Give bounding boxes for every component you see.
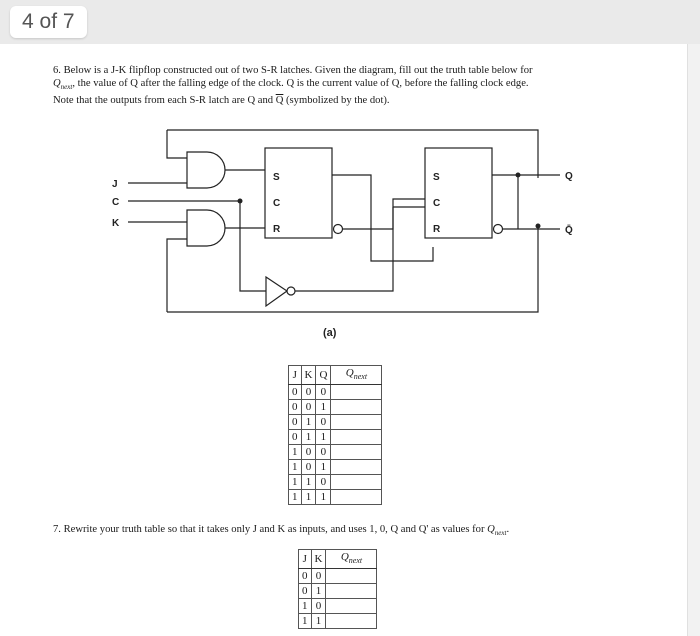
- header-j: J: [298, 548, 312, 570]
- question-6-line3b: (symbolized by the dot).: [283, 95, 390, 107]
- qnext-cell[interactable]: [330, 429, 383, 446]
- question-6-line1: Below is a J-K flipflop constructed out …: [63, 65, 533, 76]
- qnext-cell[interactable]: [325, 598, 378, 615]
- question-6-line3a: Note that the outputs from each S-R latc…: [53, 95, 276, 107]
- qnext-cell[interactable]: [330, 474, 383, 491]
- vertical-scrollbar[interactable]: [687, 44, 700, 636]
- diagram-caption: (a): [323, 327, 337, 339]
- latch2-r-pin: R: [433, 224, 441, 235]
- header-j: J: [288, 364, 302, 386]
- junction-dot-qbar: [535, 223, 541, 229]
- header-qnext: Qnext: [330, 364, 383, 386]
- input-c-label: C: [112, 197, 119, 208]
- table-header-row: J K Q Qnext: [288, 364, 383, 386]
- latch2-s-pin: S: [433, 172, 440, 183]
- junction-dot-q: [515, 172, 521, 178]
- qnext-cell[interactable]: [330, 414, 383, 431]
- input-k-label: K: [112, 218, 120, 229]
- qnext-cell[interactable]: [330, 489, 383, 506]
- latch1-c-pin: C: [273, 198, 280, 209]
- input-j-label: J: [112, 179, 118, 190]
- question-6-text: 6. Below is a J-K flipflop constructed o…: [53, 64, 643, 107]
- output-qbar-label: Q̄: [565, 224, 573, 236]
- viewer-toolbar: 4 of 7: [0, 0, 700, 44]
- question-7-text: 7. Rewrite your truth table so that it t…: [53, 524, 510, 538]
- header-q: Q: [315, 364, 332, 386]
- qnext-cell[interactable]: [330, 399, 383, 416]
- qnext-cell[interactable]: [325, 613, 378, 630]
- qnext-cell[interactable]: [330, 444, 383, 461]
- qnext-cell[interactable]: [325, 583, 378, 600]
- qnext-cell[interactable]: [330, 384, 383, 401]
- junction-dot-clock: [237, 198, 243, 204]
- latch1-r-pin: R: [273, 224, 281, 235]
- header-k: K: [300, 364, 317, 386]
- qbar-symbol: Q: [275, 95, 284, 107]
- header-k: K: [310, 548, 327, 570]
- header-qnext: Qnext: [325, 548, 378, 570]
- question-6-line2: , the value of Q after the falling edge …: [72, 78, 529, 89]
- qnext-cell[interactable]: [325, 568, 378, 585]
- qnext-symbol: Qnext: [53, 78, 73, 92]
- latch1-s-pin: S: [273, 172, 280, 183]
- latch2-c-pin: C: [433, 198, 440, 209]
- page-counter[interactable]: 4 of 7: [10, 6, 87, 38]
- qnext-cell[interactable]: [330, 459, 383, 476]
- qnext-symbol: Qnext: [487, 524, 507, 538]
- table-header-row: J K Qnext: [298, 548, 378, 570]
- question-6-number: 6.: [53, 65, 61, 76]
- output-q-label: Q: [565, 171, 573, 182]
